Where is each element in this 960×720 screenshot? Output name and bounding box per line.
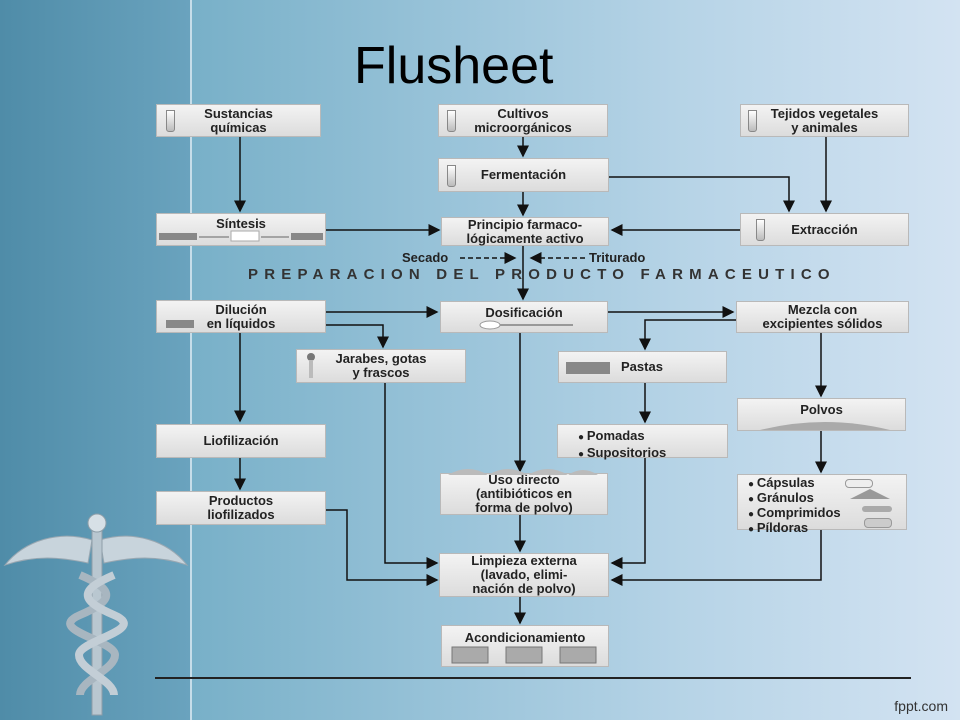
node-label: Productos liofilizados [207,493,275,522]
section-heading: PREPARACION DEL PRODUCTO FARMACEUTICO [248,266,836,283]
powder-pile-icon [760,422,890,430]
test-tube-icon [166,110,175,132]
node-label: Tejidos vegetales y animales [770,105,879,135]
synthesis-apparatus-icon [159,230,323,242]
node-label: Extracción [791,221,858,237]
tablet-icon [862,506,892,512]
list-item: Supositorios [578,445,666,462]
node-sustancias: Sustancias químicas [156,104,321,137]
node-label: Uso directo (antibióticos en forma de po… [475,472,573,515]
granules-icon [850,489,890,499]
list-item: Pomadas [578,428,666,445]
node-label: Jarabes, gotas y frascos [335,351,427,380]
packaging-icon [451,646,597,664]
capsulas-list: Cápsulas Gránulos Comprimidos Píldoras [748,476,841,536]
node-principio: Principio farmaco- lógicamente activo [441,217,609,246]
dropper-icon [307,353,315,378]
list-item: Cápsulas [748,476,841,491]
test-tube-icon [756,219,765,241]
divider-line [190,0,192,720]
beaker-icon [166,320,194,328]
triturado-label: Triturado [589,250,646,265]
page-title: Flusheet [354,37,554,95]
node-label: Acondicionamiento [464,630,586,645]
node-mezcla: Mezcla con excipientes sólidos [736,301,909,333]
node-uso-directo: Uso directo (antibióticos en forma de po… [440,473,608,515]
secado-label: Secado [402,250,449,265]
node-extraccion: Extracción [740,213,909,246]
spoon-icon [479,320,573,330]
pomadas-list: Pomadas Supositorios [578,428,666,462]
node-label: Pastas [621,359,663,374]
node-label: Fermentación [480,167,567,182]
node-productos-liof: Productos liofilizados [156,491,326,525]
node-cultivos: Cultivos microorgánicos [438,104,608,137]
node-limpieza: Limpieza externa (lavado, elimi- nación … [439,553,609,597]
node-label: Principio farmaco- lógicamente activo [466,216,584,246]
node-label: Liofilización [203,433,279,448]
node-tejidos: Tejidos vegetales y animales [740,104,909,137]
test-tube-icon [447,165,456,187]
node-jarabes: Jarabes, gotas y frascos [296,349,466,383]
node-fermentacion: Fermentación [438,158,609,192]
node-label: Polvos [800,402,843,417]
node-liofilizacion: Liofilización [156,424,326,458]
brand-watermark: fppt.com [894,698,948,714]
list-item: Gránulos [748,491,841,506]
pill-icon [864,518,892,528]
node-label: Dilución en líquidos [206,301,276,331]
footer-rule [155,677,911,679]
node-dilucion: Dilución en líquidos [156,300,326,333]
test-tube-icon [447,110,456,132]
list-item: Píldoras [748,521,841,536]
node-label: Limpieza externa (lavado, elimi- nación … [471,553,577,596]
powder-pile-icon [448,469,598,475]
caduceus-icon [3,513,189,716]
node-label: Síntesis [216,216,266,231]
test-tube-icon [748,110,757,132]
node-label: Mezcla con excipientes sólidos [762,302,883,331]
node-dosificacion: Dosificación [440,301,608,333]
list-item: Comprimidos [748,506,841,521]
node-label: Dosificación [485,305,563,320]
capsule-icon [845,479,873,488]
paste-tube-icon [566,362,610,374]
node-label: Sustancias químicas [204,105,273,135]
node-label: Cultivos microorgánicos [474,105,572,135]
